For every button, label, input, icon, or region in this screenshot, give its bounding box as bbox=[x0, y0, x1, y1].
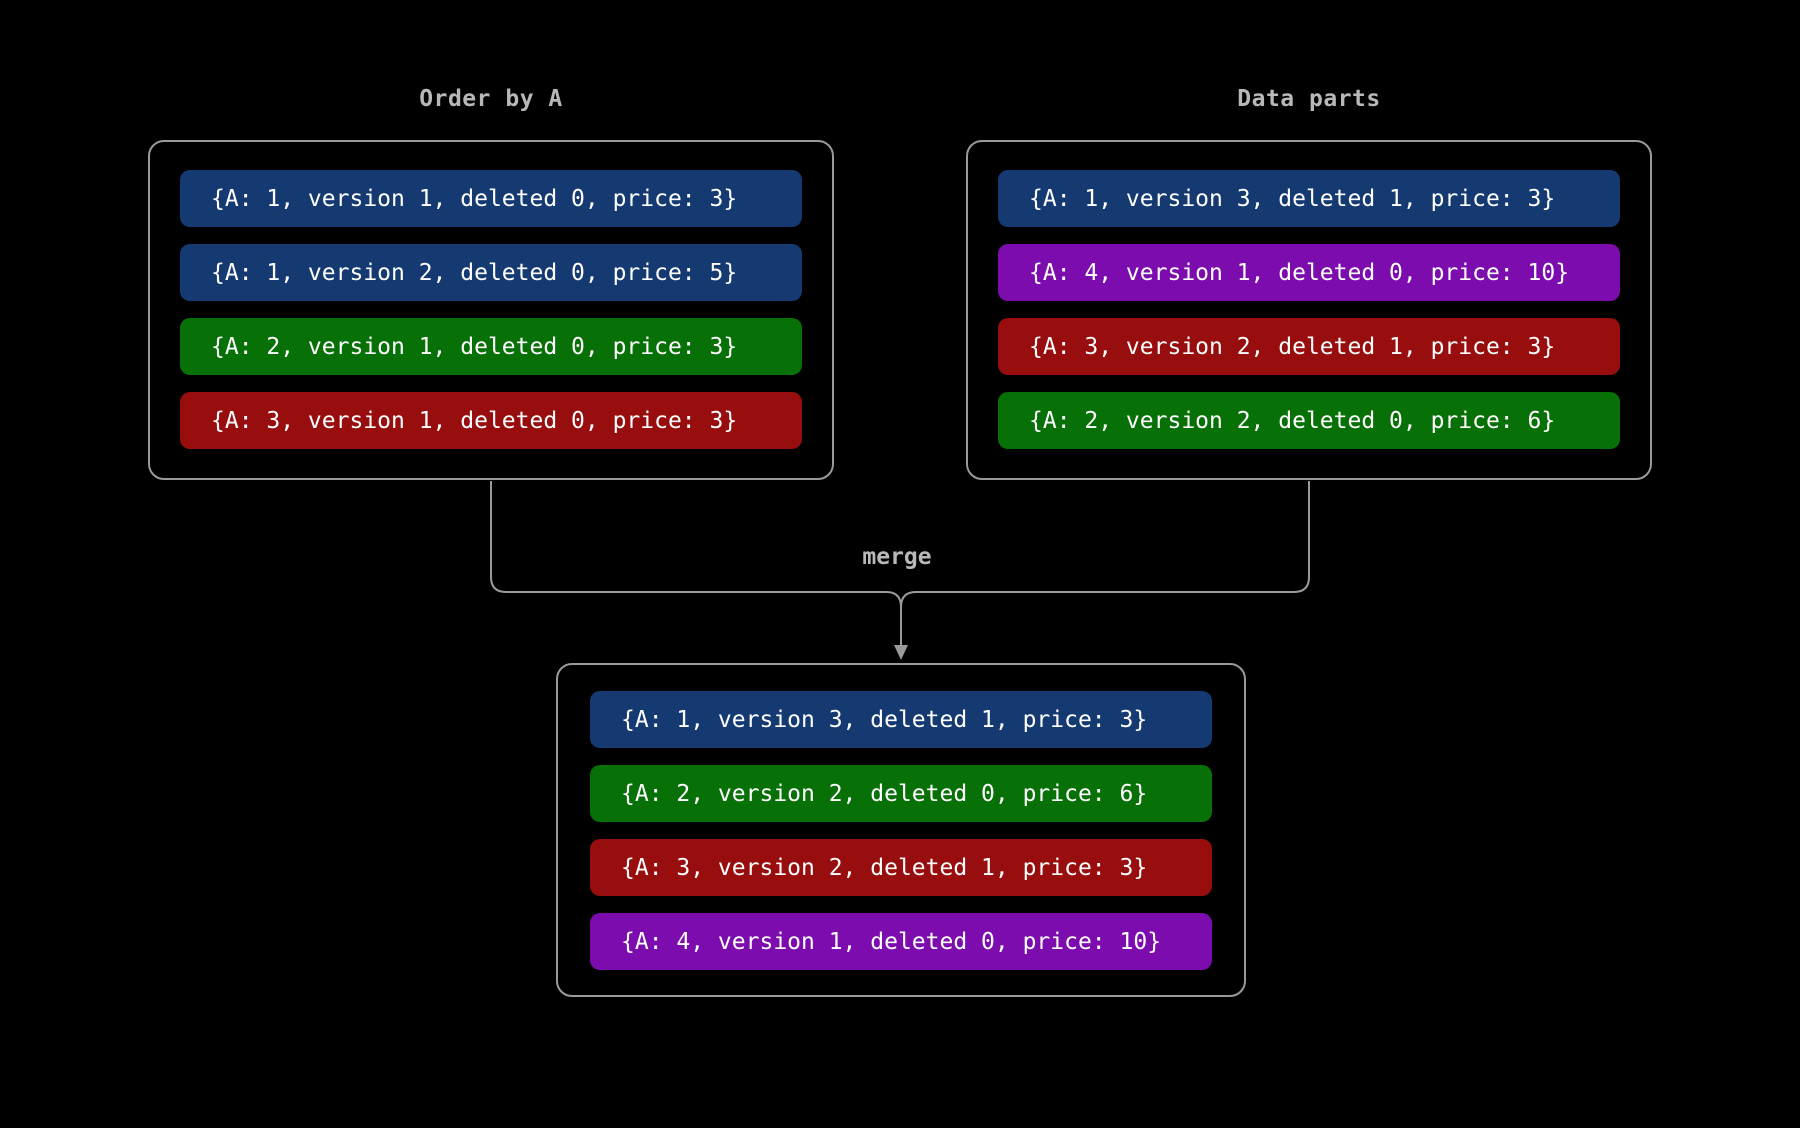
data-row: {A: 1, version 3, deleted 1, price: 3} bbox=[590, 691, 1212, 748]
data-parts-box: {A: 1, version 3, deleted 1, price: 3} {A… bbox=[966, 140, 1652, 480]
right-connector-path bbox=[900, 481, 1310, 646]
left-group-title: Order by A bbox=[419, 86, 563, 112]
data-row: {A: 2, version 2, deleted 0, price: 6} bbox=[998, 392, 1620, 449]
data-row: {A: 3, version 2, deleted 1, price: 3} bbox=[998, 318, 1620, 375]
merge-label: merge bbox=[862, 544, 932, 570]
data-parts-rows: {A: 1, version 3, deleted 1, price: 3} {A… bbox=[998, 170, 1620, 449]
order-by-a-rows: {A: 1, version 1, deleted 0, price: 3} {A… bbox=[180, 170, 802, 449]
data-row: {A: 3, version 2, deleted 1, price: 3} bbox=[590, 839, 1212, 896]
merged-result-box: {A: 1, version 3, deleted 1, price: 3} {A… bbox=[556, 663, 1246, 997]
data-row: {A: 4, version 1, deleted 0, price: 10} bbox=[590, 913, 1212, 970]
left-connector-path bbox=[490, 481, 902, 646]
data-row: {A: 2, version 2, deleted 0, price: 6} bbox=[590, 765, 1212, 822]
order-by-a-box: {A: 1, version 1, deleted 0, price: 3} {A… bbox=[148, 140, 834, 480]
data-row: {A: 3, version 1, deleted 0, price: 3} bbox=[180, 392, 802, 449]
data-row: {A: 1, version 2, deleted 0, price: 5} bbox=[180, 244, 802, 301]
right-group-title: Data parts bbox=[1237, 86, 1381, 112]
data-row: {A: 2, version 1, deleted 0, price: 3} bbox=[180, 318, 802, 375]
data-row: {A: 1, version 1, deleted 0, price: 3} bbox=[180, 170, 802, 227]
data-row: {A: 1, version 3, deleted 1, price: 3} bbox=[998, 170, 1620, 227]
merged-result-rows: {A: 1, version 3, deleted 1, price: 3} {A… bbox=[590, 691, 1212, 970]
arrowhead-icon bbox=[894, 645, 908, 660]
data-row: {A: 4, version 1, deleted 0, price: 10} bbox=[998, 244, 1620, 301]
